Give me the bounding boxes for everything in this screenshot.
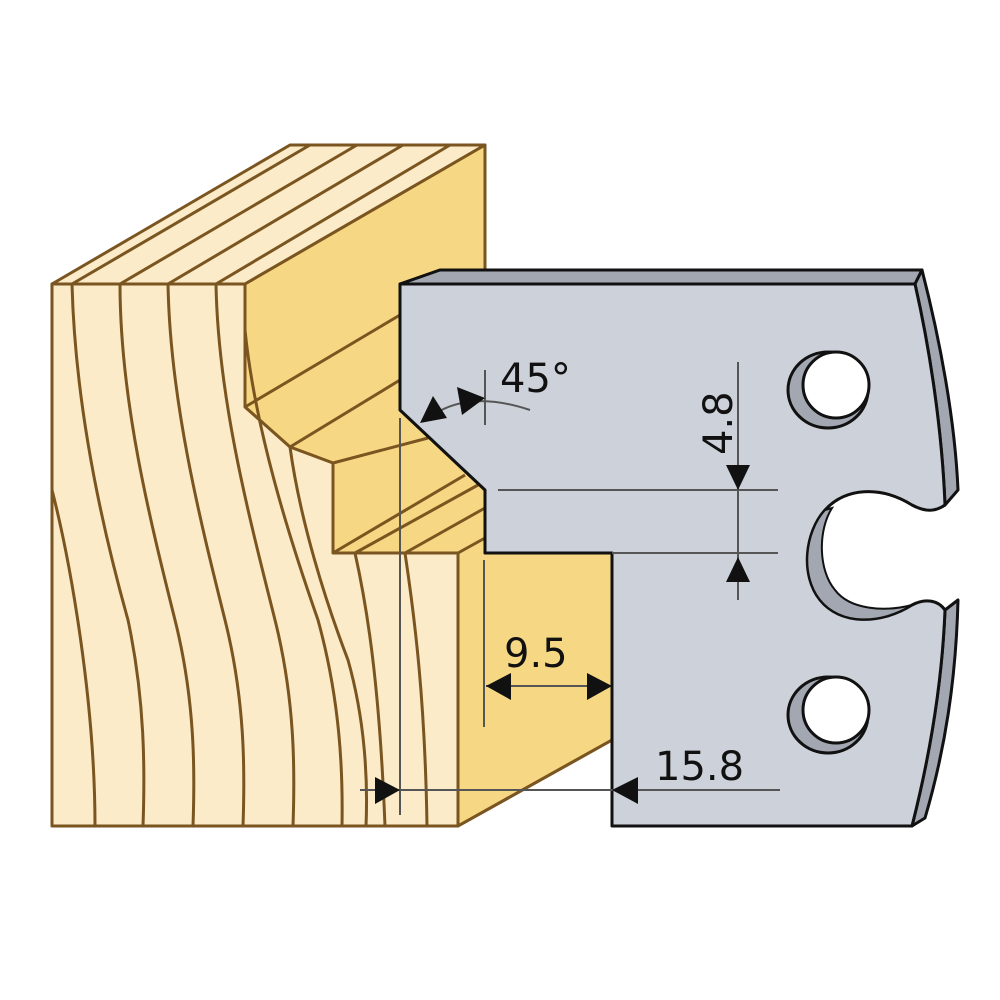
total-width-label: 15.8 [655, 744, 744, 790]
depth-label: 4.8 [696, 391, 742, 455]
knife-hole-upper [786, 350, 871, 430]
total-arrow-left-icon [612, 777, 638, 804]
wood-workpiece [50, 143, 614, 828]
knife-top-bevel [398, 268, 924, 286]
wood-profile-lines [244, 313, 613, 828]
step-arrow-right-icon [587, 673, 612, 700]
angle-dimension: 45° [420, 356, 571, 425]
step-arrow-left-icon [486, 673, 511, 700]
step-width-dimension: 9.5 [486, 631, 612, 700]
dimension-annotations: 45° 4.8 9.5 15.8 [360, 356, 780, 815]
knife-notch-shade [806, 506, 913, 621]
knife-blade [398, 268, 960, 828]
step-width-label: 9.5 [504, 631, 568, 677]
depth-dimension: 4.8 [696, 362, 750, 600]
total-width-dimension: 15.8 [360, 744, 780, 804]
knife-hole-lower [786, 675, 871, 755]
angle-label: 45° [500, 356, 571, 402]
angle-arrow-left-icon [420, 396, 447, 423]
depth-arrow-down-icon [726, 465, 750, 490]
depth-arrow-up-icon [726, 557, 750, 582]
total-arrow-right-icon [375, 777, 400, 804]
wood-front-grain [50, 283, 429, 827]
wood-top-grain [71, 143, 451, 286]
angle-arrow-right-icon [457, 387, 485, 415]
